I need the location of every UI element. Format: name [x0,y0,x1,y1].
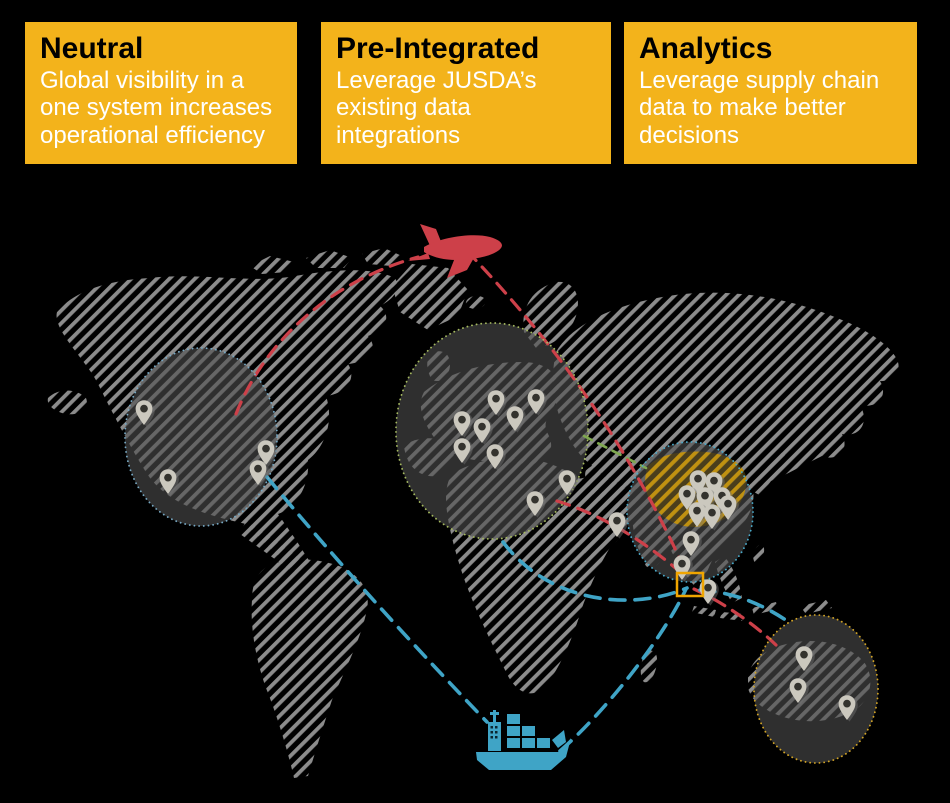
location-pin-icon [487,390,507,417]
indonesia-1-landmass [692,606,716,617]
card-title: Analytics [639,32,773,65]
central-america-landmass [240,520,300,570]
location-pin-icon [795,646,815,673]
feature-card-pre-integrated: Pre-Integrated Leverage JUSDA’s existing… [321,22,611,164]
location-pin-icon [719,495,739,522]
location-pin-icon [789,678,809,705]
location-pin-icon [453,411,473,438]
highlight-box [675,571,705,598]
philippines-landmass [753,544,765,564]
location-pin-icon [558,470,578,497]
card-body: Leverage JUSDA’s existing data integrati… [336,66,537,150]
russia-landmass [552,292,899,498]
airplane-icon [408,224,502,278]
location-pin-icon [135,400,155,427]
scandinavia-landmass [523,281,578,348]
south-america-landmass [251,559,368,778]
europe-region-outline [395,322,589,540]
east-asia-region-outline [626,441,754,583]
cargo-ship-icon [476,710,571,770]
new-guinea-landmass [800,600,832,614]
british-isles-landmass [427,351,450,382]
route-air-plane-asia [465,249,690,579]
indochina-landmass [715,556,742,603]
location-pin-icon [526,491,546,518]
card-title: Pre-Integrated [336,32,540,65]
route-air-america-plane [234,255,420,416]
location-pin-icon [688,502,708,529]
alaska-peninsula-landmass [47,390,87,415]
arctic-island-2-landmass [306,250,352,268]
card-body: Leverage supply chain data to make bette… [639,66,880,150]
north-america-region-outline [124,347,278,527]
iberia-landmass [404,438,455,477]
location-pin-icon [506,406,526,433]
feature-card-analytics: Analytics Leverage supply chain data to … [624,22,917,164]
location-pin-icon [453,438,473,465]
route-sea-america-ship [265,475,489,724]
route-sea-ship-asia [558,587,688,753]
australia-region-overlay [754,615,878,763]
arctic-island-3-landmass [362,248,402,266]
location-pin-icon [249,460,269,487]
indonesia-3-landmass [752,602,778,615]
europe-region-overlay [396,323,588,539]
route-green-europe-asia [582,434,648,470]
location-pin-icon [608,512,628,539]
location-pin-icon [486,444,506,471]
greenland-landmass [392,264,468,330]
card-title: Neutral [40,32,144,65]
location-pin-icon [682,531,702,558]
location-pin-icon [159,469,179,496]
north-america-landmass [56,270,398,572]
location-pin-icon [703,504,723,531]
japan-landmass [754,452,786,496]
australia-region-outline [753,614,879,764]
location-pin-icon [838,695,858,722]
location-pin-icon [257,440,277,467]
feature-card-neutral: Neutral Global visibility in a one syste… [25,22,297,164]
route-sea-europe-asia [501,540,689,602]
location-pin-icon [473,418,493,445]
location-pin-icon [527,389,547,416]
iceland-landmass [465,295,486,309]
arctic-island-1-landmass [250,256,294,274]
card-body: Global visibility in a one system increa… [40,66,273,150]
europe-mainland-landmass [420,362,559,464]
